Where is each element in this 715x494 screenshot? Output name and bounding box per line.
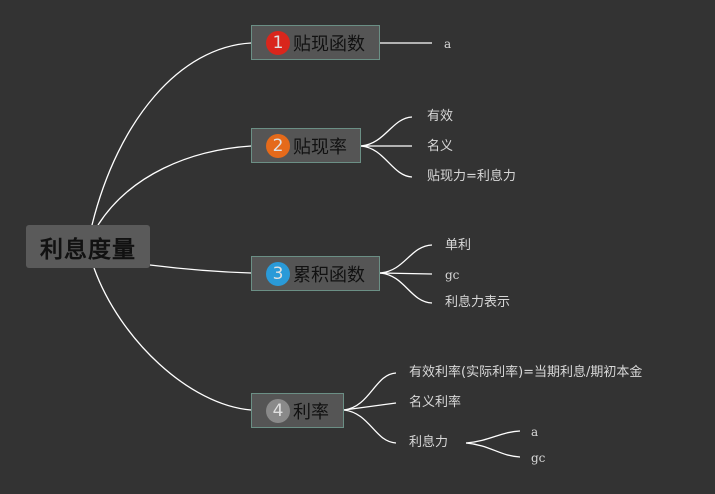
leaf-node[interactable]: 利息力表示 (445, 295, 511, 310)
leaf-node[interactable]: 利息力 (409, 435, 449, 450)
branch-node-4[interactable]: 4 利率 (251, 393, 344, 428)
branch-node-3[interactable]: 3 累积函数 (251, 256, 380, 291)
leaf-node[interactable]: 有效利率(实际利率)=当期利息/期初本金 (409, 365, 643, 380)
root-label: 利息度量 (40, 236, 136, 263)
number-badge-3: 3 (266, 261, 290, 286)
leaf-node[interactable]: 贴现力=利息力 (427, 169, 516, 184)
leaf-node[interactable]: a (444, 37, 452, 51)
branch-label-1: 贴现函数 (293, 33, 365, 55)
leaf-node[interactable]: 名义 (427, 139, 454, 154)
leaf-node[interactable]: gc (445, 268, 460, 282)
branch-label-2: 贴现率 (293, 136, 347, 158)
number-badge-2: 2 (266, 133, 290, 158)
subleaf-node[interactable]: gc (531, 451, 546, 465)
number-badge-4: 4 (266, 398, 290, 423)
leaf-node[interactable]: 名义利率 (409, 395, 462, 410)
subleaf-node[interactable]: a (531, 425, 539, 439)
leaf-node[interactable]: 有效 (427, 109, 454, 124)
branch-node-1[interactable]: 1 贴现函数 (251, 25, 380, 60)
branch-node-2[interactable]: 2 贴现率 (251, 128, 361, 163)
number-badge-1: 1 (266, 30, 290, 55)
branch-label-4: 利率 (293, 401, 329, 423)
root-node[interactable]: 利息度量 (26, 225, 150, 268)
branch-label-3: 累积函数 (293, 264, 365, 286)
leaf-node[interactable]: 单利 (445, 238, 472, 253)
